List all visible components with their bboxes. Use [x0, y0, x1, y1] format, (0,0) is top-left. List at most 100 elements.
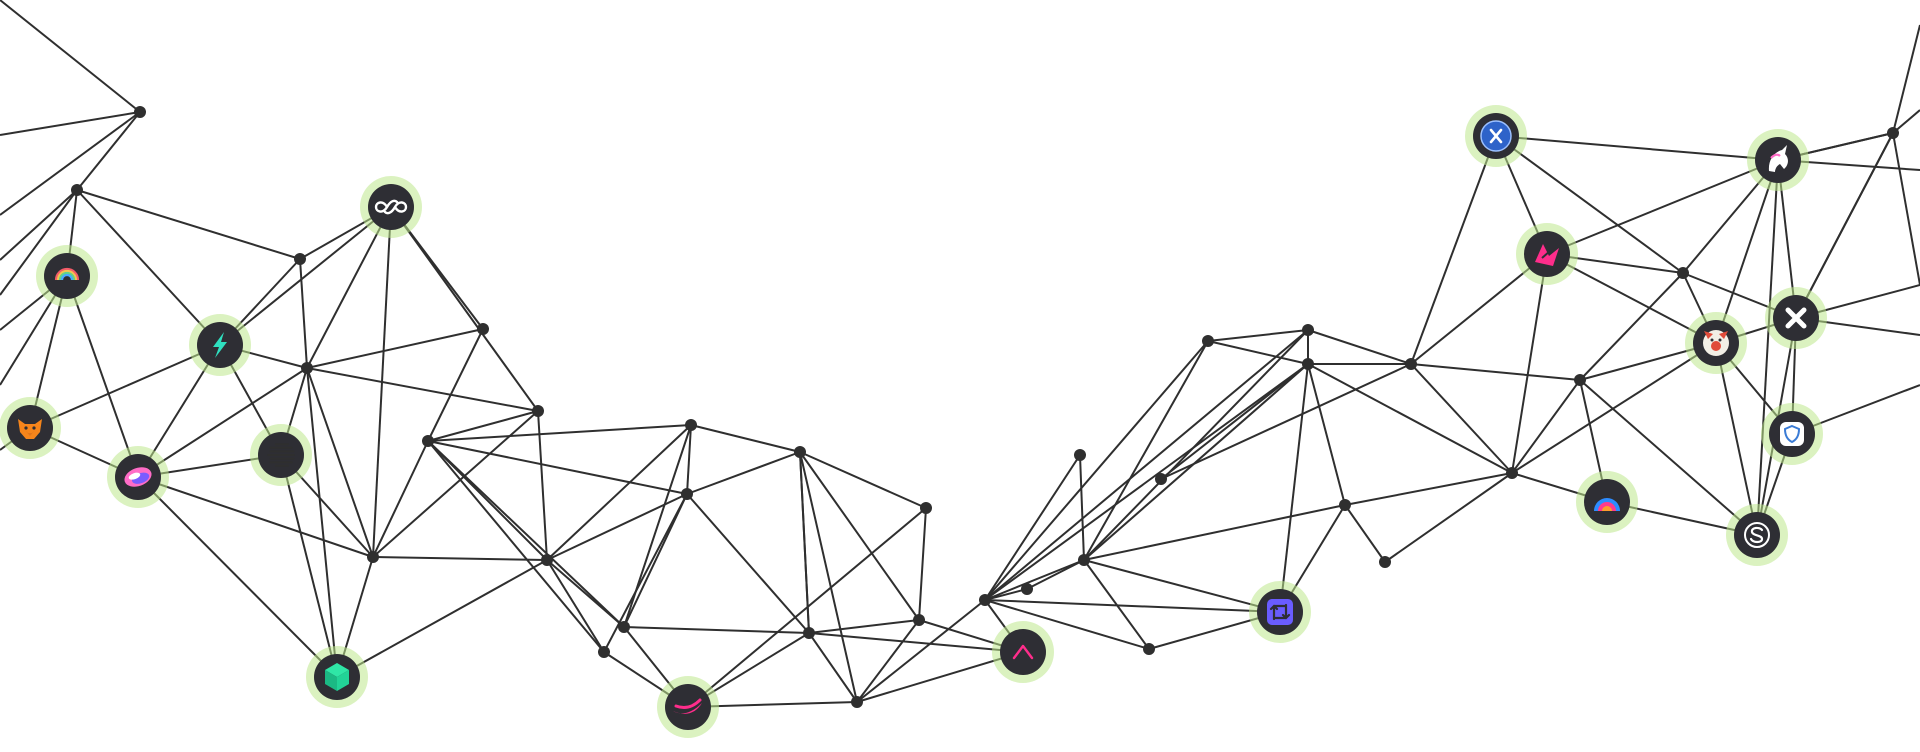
network-edge: [1715, 159, 1779, 344]
network-edge: [1079, 454, 1085, 561]
network-junction-dot: [367, 551, 379, 563]
network-edge: [1410, 135, 1497, 365]
network-edge: [984, 599, 1281, 613]
network-edge: [137, 476, 338, 678]
pink-loop-glyph: [1535, 244, 1559, 266]
network-edge: [546, 424, 692, 561]
network-edge: [690, 424, 801, 453]
rainbow-arc-glyph: [54, 267, 80, 281]
network-junction-dot: [541, 554, 553, 566]
network-edge: [808, 632, 1024, 653]
network-edge: [1307, 363, 1346, 506]
network-edge: [306, 367, 539, 412]
network-edge: [0, 189, 78, 261]
striped-sphere-icon: [250, 424, 312, 486]
network-edge: [1495, 135, 1684, 274]
network-junction-dot: [294, 253, 306, 265]
network-edge: [808, 619, 920, 634]
caret-up-glyph: [1012, 644, 1034, 660]
network-edge: [1579, 379, 1758, 536]
network-junctions: [71, 106, 1899, 708]
pink-wave-icon: [657, 676, 719, 738]
network-edge: [1756, 159, 1779, 536]
network-edge: [1207, 329, 1309, 342]
network-junction-dot: [685, 419, 697, 431]
network-edge: [984, 454, 1081, 601]
square-arrows-glyph: [1267, 599, 1293, 625]
network-edge: [799, 451, 927, 509]
rainbow-wallet-icon: [36, 245, 98, 307]
network-edge: [372, 556, 548, 561]
network-edge: [1511, 342, 1717, 474]
network-edge: [856, 599, 986, 703]
network-edge: [1083, 329, 1309, 561]
network-edge: [306, 367, 374, 558]
network-edge: [1579, 272, 1684, 381]
network-edge: [427, 440, 605, 653]
close-x-icon: [1765, 287, 1827, 349]
s-coin-glyph: [1744, 522, 1770, 548]
network-junction-dot: [1302, 358, 1314, 370]
network-edge: [1495, 135, 1779, 161]
network-edge: [306, 328, 484, 369]
avatar-character-icon: [1685, 312, 1747, 374]
network-edge: [372, 410, 539, 558]
network-edge: [546, 559, 605, 653]
network-junction-dot: [920, 502, 932, 514]
network-junction-dot: [979, 594, 991, 606]
shield-glyph: [1780, 422, 1804, 446]
network-edge: [1892, 24, 1920, 134]
network-edge: [1026, 559, 1085, 590]
fox-head-glyph: [18, 419, 42, 439]
striped-sphere-glyph: [267, 443, 295, 467]
network-edge: [686, 493, 810, 634]
network-junction-dot: [1155, 473, 1167, 485]
network-edge: [1083, 559, 1281, 613]
network-edge: [76, 111, 141, 191]
network-junction-dot: [913, 614, 925, 626]
s-coin-icon: [1726, 504, 1788, 566]
network-edge: [427, 440, 625, 628]
network-edge: [137, 476, 374, 558]
network-edge: [1795, 132, 1894, 319]
network-edge: [137, 367, 308, 478]
network-edge: [799, 451, 920, 621]
swap-arrows-icon: [1249, 581, 1311, 643]
network-edge: [390, 206, 539, 412]
network-edge: [546, 559, 625, 628]
network-edge: [1511, 379, 1581, 474]
network-edge: [1307, 363, 1513, 474]
swirl-glyph: [124, 467, 152, 487]
network-junction-dot: [794, 446, 806, 458]
network-edge: [1083, 559, 1150, 650]
lightning-wallet-icon: [189, 314, 251, 376]
network-junction-dot: [1506, 467, 1518, 479]
network-edge: [687, 507, 927, 708]
network-edge: [0, 189, 78, 296]
network-edge: [623, 493, 688, 628]
network-edge: [537, 410, 548, 561]
network-edge: [984, 363, 1309, 601]
network-edge: [856, 619, 920, 703]
network-edge: [603, 493, 688, 653]
network-edge: [686, 451, 801, 495]
network-edge: [1279, 363, 1309, 613]
network-edge: [336, 559, 548, 678]
wallet-icon-nodes: [0, 105, 1827, 738]
network-edge: [1546, 253, 1717, 344]
network-junction-dot: [301, 362, 313, 374]
network-junction-dot: [422, 435, 434, 447]
network-edge: [427, 424, 692, 442]
network-junction-dot: [532, 405, 544, 417]
network-junction-dot: [618, 621, 630, 633]
network-junction-dot: [681, 488, 693, 500]
network-edge: [66, 275, 139, 478]
pink-loop-icon: [1516, 223, 1578, 285]
x-mark-glyph: [1785, 307, 1807, 329]
network-edge: [1546, 159, 1779, 255]
network-junction-dot: [598, 646, 610, 658]
wave-glyph: [673, 698, 702, 714]
network-edge: [1410, 363, 1513, 474]
network-edge: [427, 440, 688, 495]
network-edge: [1160, 363, 1412, 480]
